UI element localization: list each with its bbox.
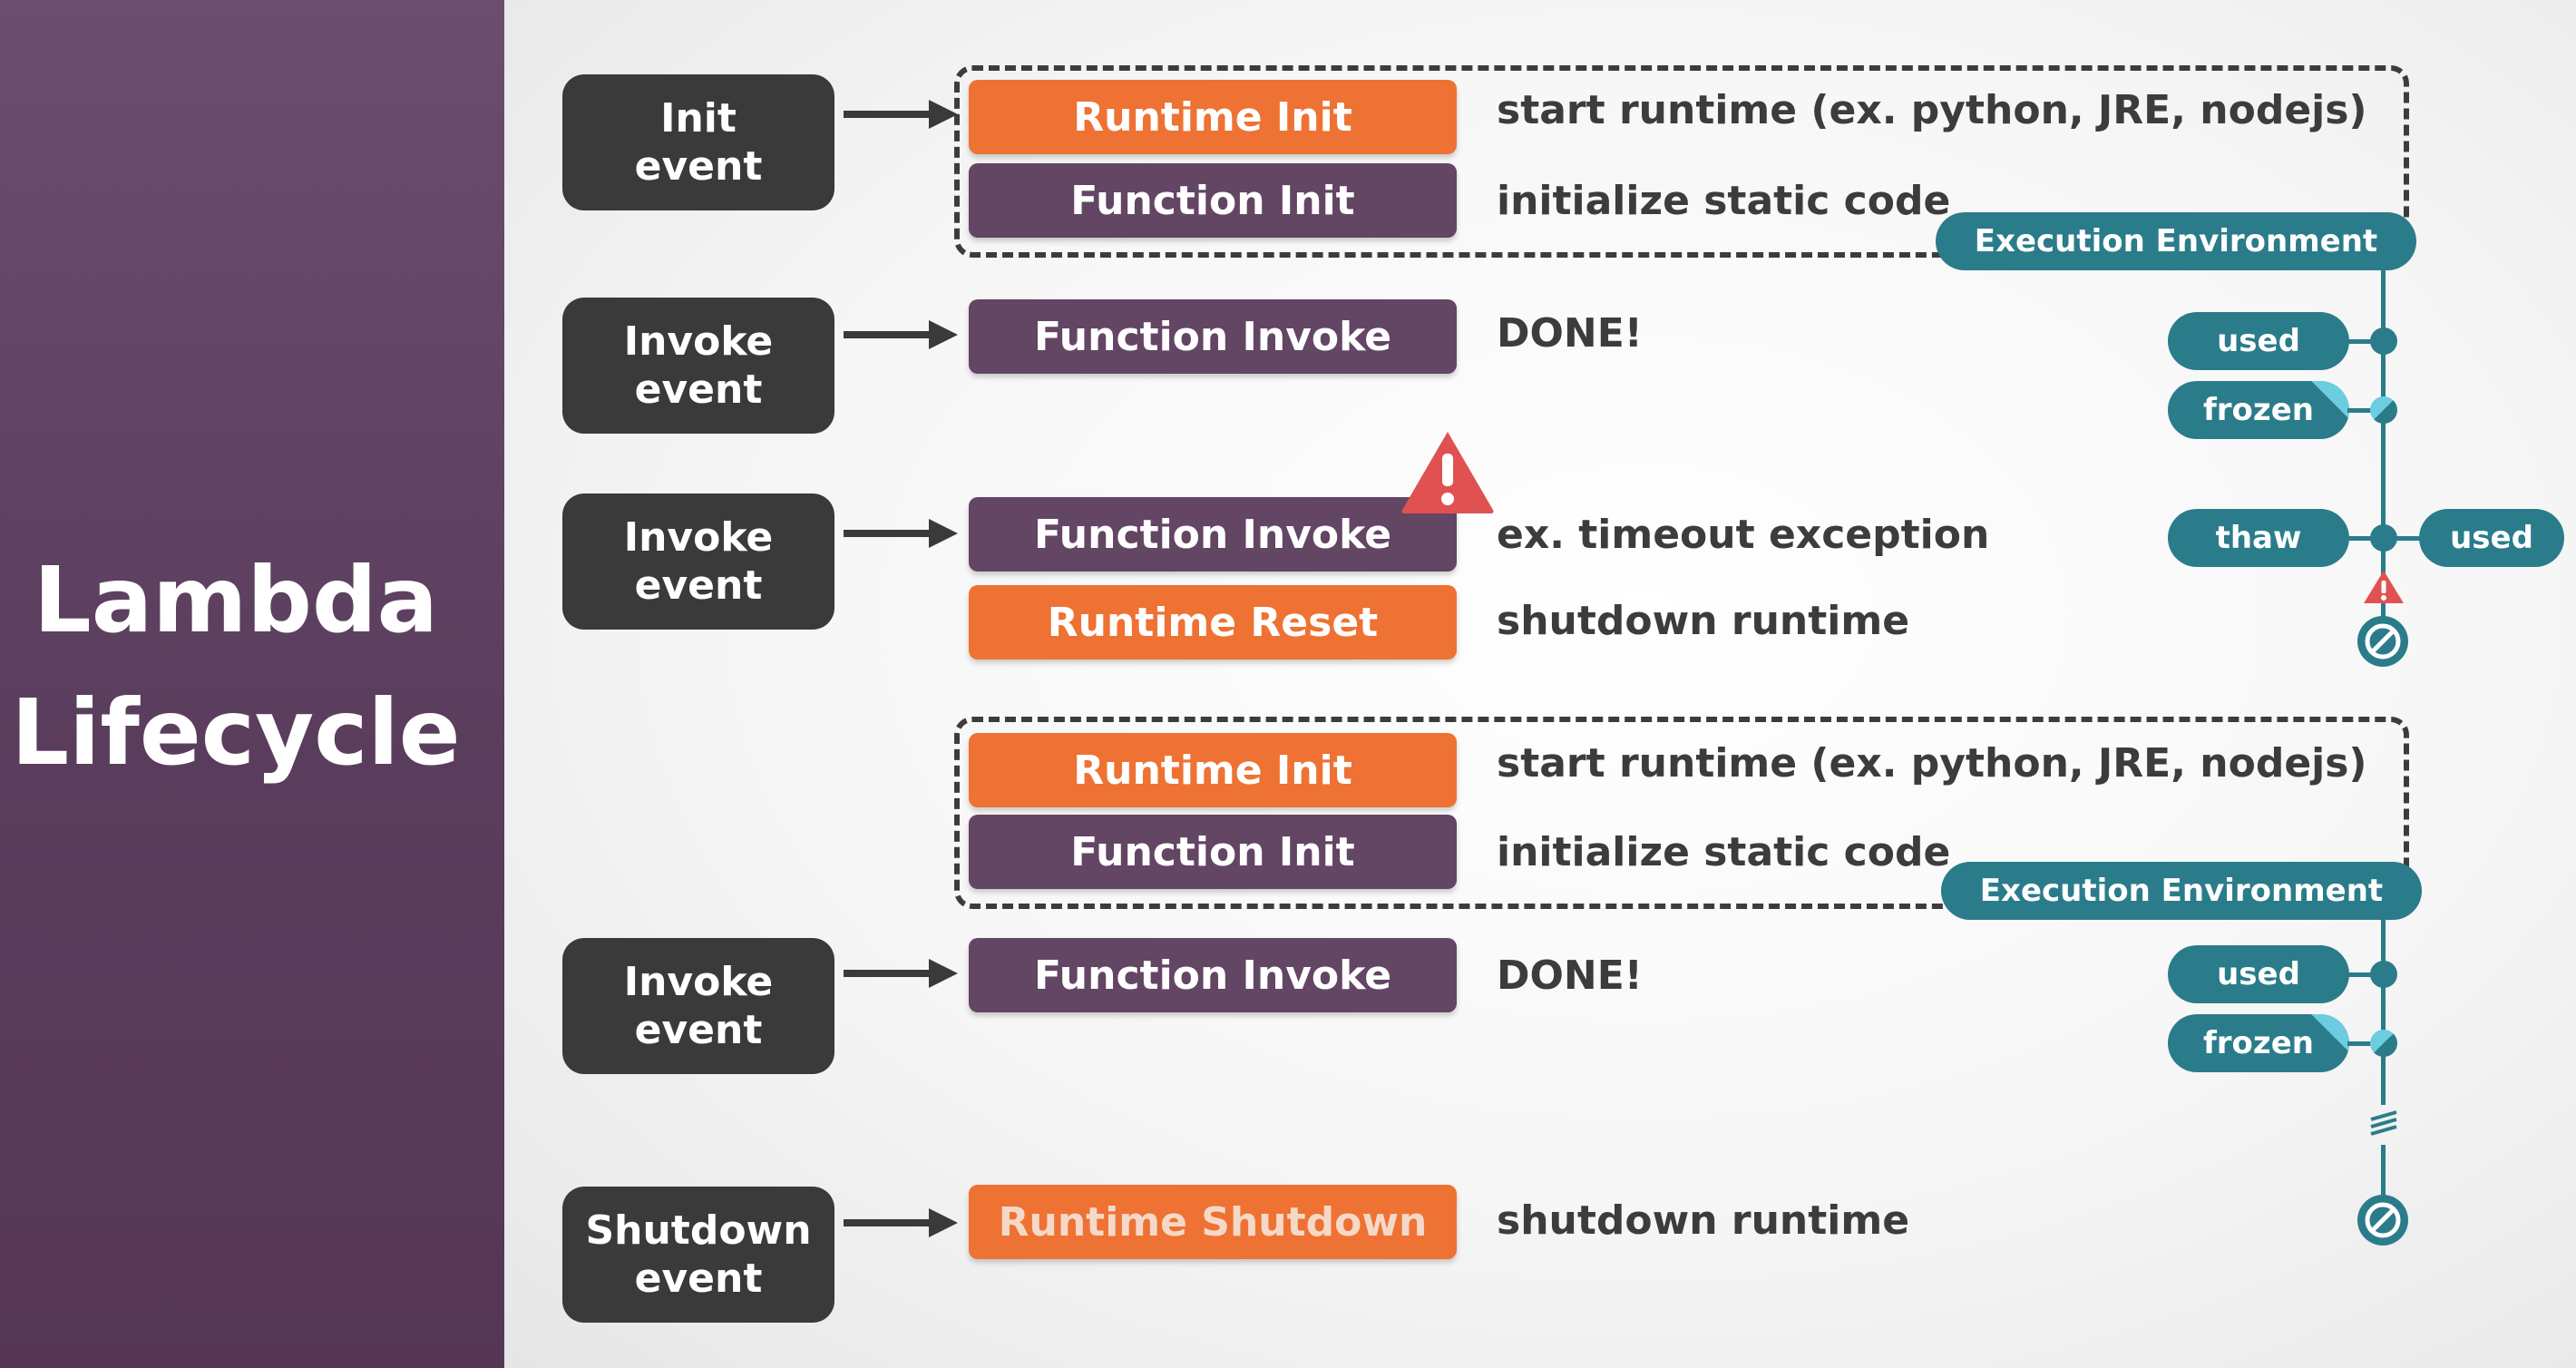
invoke-event-1-label-2: event <box>634 366 763 413</box>
init-event-label-1: Init <box>660 95 737 142</box>
state-used-2-label: used <box>2450 520 2533 556</box>
execution-environment-label-2: Execution Environment <box>1941 862 2422 920</box>
title-line-1: Lambda <box>33 547 439 653</box>
shutdown-event: Shutdown event <box>562 1187 834 1323</box>
runtime-init-description-2: start runtime (ex. python, JRE, nodejs) <box>1497 739 2367 787</box>
warning-triangle-icon <box>1401 432 1494 513</box>
state-frozen-1-label: frozen <box>2203 392 2314 428</box>
init-event-label-2: event <box>634 143 763 190</box>
state-used-2: used <box>2419 509 2564 567</box>
state-thaw: thaw <box>2168 509 2349 567</box>
arrow-right-icon <box>844 519 958 548</box>
state-used-1-label: used <box>2217 323 2300 359</box>
state-used-3-label: used <box>2217 956 2300 992</box>
state-connector <box>2347 408 2384 413</box>
runtime-reset-step: Runtime Reset <box>969 585 1457 660</box>
function-invoke-description-2: ex. timeout exception <box>1497 511 1990 558</box>
timeline-dot <box>2370 961 2397 988</box>
execution-environment-box-2 <box>954 717 2409 909</box>
function-init-description-2: initialize static code <box>1497 828 1951 875</box>
title-line-2: Lifecycle <box>11 679 461 786</box>
state-frozen-2: frozen <box>2168 1014 2349 1072</box>
invoke-event-1: Invoke event <box>562 298 834 434</box>
state-frozen-1: frozen <box>2168 381 2349 439</box>
invoke-event-3: Invoke event <box>562 938 834 1074</box>
arrow-right-icon <box>844 959 958 988</box>
function-invoke-step-3: Function Invoke <box>969 938 1457 1012</box>
invoke-event-2-label-2: event <box>634 562 763 609</box>
runtime-shutdown-step: Runtime Shutdown <box>969 1185 1457 1259</box>
state-used-1: used <box>2168 312 2349 370</box>
runtime-init-description-1: start runtime (ex. python, JRE, nodejs) <box>1497 86 2367 133</box>
prohibited-icon <box>2357 616 2408 667</box>
state-connector <box>2347 339 2384 344</box>
timeline-dot <box>2370 524 2397 552</box>
function-invoke-description-1: DONE! <box>1497 309 1643 357</box>
invoke-event-2-label-1: Invoke <box>623 514 774 561</box>
time-break-icon <box>2370 1105 2397 1145</box>
runtime-shutdown-description: shutdown runtime <box>1497 1197 1910 1244</box>
function-invoke-step-2: Function Invoke <box>969 497 1457 572</box>
function-invoke-description-3: DONE! <box>1497 952 1643 999</box>
frozen-corner <box>2311 1014 2349 1052</box>
timeline-dot-frozen <box>2370 1030 2397 1057</box>
runtime-init-step-1: Runtime Init <box>969 80 1457 154</box>
arrow-right-icon <box>844 1208 958 1237</box>
prohibited-icon <box>2357 1195 2408 1246</box>
function-invoke-step-1: Function Invoke <box>969 299 1457 374</box>
state-thaw-label: thaw <box>2215 520 2302 556</box>
runtime-init-step-2: Runtime Init <box>969 733 1457 807</box>
invoke-event-3-label-2: event <box>634 1007 763 1053</box>
execution-environment-box-1 <box>954 65 2409 258</box>
shutdown-event-label-1: Shutdown <box>585 1207 812 1254</box>
frozen-corner <box>2311 381 2349 419</box>
function-init-step-2: Function Init <box>969 815 1457 889</box>
runtime-reset-description: shutdown runtime <box>1497 597 1910 644</box>
sidebar: Lambda Lifecycle <box>0 0 504 1368</box>
timeline-dot <box>2370 327 2397 355</box>
function-init-description-1: initialize static code <box>1497 177 1951 224</box>
state-connector <box>2347 1041 2384 1046</box>
execution-environment-label-1: Execution Environment <box>1936 212 2416 270</box>
invoke-event-3-label-1: Invoke <box>623 959 774 1005</box>
timeline-line-1 <box>2381 263 2386 626</box>
timeline-line-2 <box>2381 907 2386 1216</box>
arrow-right-icon <box>844 100 958 129</box>
state-connector <box>2347 972 2384 977</box>
shutdown-event-label-2: event <box>634 1256 763 1302</box>
timeline-dot-frozen <box>2370 396 2397 424</box>
invoke-event-2: Invoke event <box>562 493 834 630</box>
init-event: Init event <box>562 74 834 210</box>
invoke-event-1-label-1: Invoke <box>623 318 774 365</box>
warning-triangle-icon <box>2364 571 2404 603</box>
state-used-3: used <box>2168 945 2349 1003</box>
state-frozen-2-label: frozen <box>2203 1025 2314 1061</box>
arrow-right-icon <box>844 320 958 349</box>
function-init-step-1: Function Init <box>969 163 1457 238</box>
